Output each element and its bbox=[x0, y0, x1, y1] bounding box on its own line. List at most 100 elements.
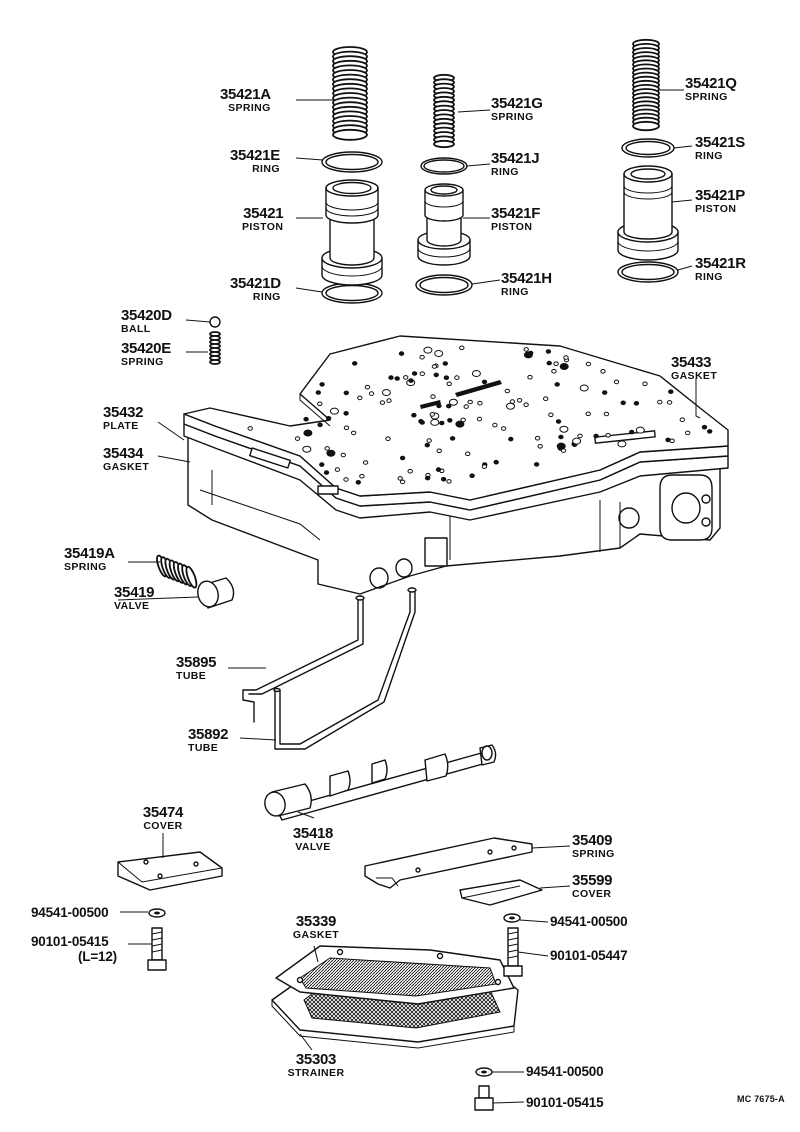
part-number: 35421G bbox=[491, 95, 543, 112]
part-number: 35421F bbox=[491, 205, 541, 222]
leader-lines bbox=[117, 89, 701, 1104]
ring-35421S-drawing bbox=[621, 138, 675, 158]
label-35421H: 35421H RING bbox=[501, 271, 552, 298]
bolt-right-drawing bbox=[503, 927, 523, 977]
label-35421A: 35421A SPRING bbox=[220, 87, 271, 114]
label-35419: 35419 VALVE bbox=[114, 584, 155, 612]
part-name: SPRING bbox=[491, 111, 534, 123]
part-name: SPRING bbox=[685, 91, 728, 103]
part-number: 35421D bbox=[230, 275, 281, 292]
part-name: PISTON bbox=[491, 221, 533, 233]
spring-35421A-drawing bbox=[332, 46, 368, 141]
ring-35421R-drawing bbox=[617, 261, 679, 283]
label-35599: 35599 COVER bbox=[572, 872, 613, 900]
part-name: SPRING bbox=[228, 102, 271, 114]
label-35420D: 35420D BALL bbox=[121, 308, 172, 335]
washer-bottom-drawing bbox=[475, 1067, 493, 1077]
piston-35421-drawing bbox=[321, 179, 383, 286]
label-35421E: 35421E RING bbox=[230, 148, 280, 175]
part-number: 35895 bbox=[176, 654, 217, 671]
bolt-left-drawing bbox=[147, 927, 167, 971]
label-35421: 35421 PISTON bbox=[242, 205, 284, 233]
cover-35599-drawing bbox=[459, 879, 543, 906]
label-35339: 35339 GASKET bbox=[284, 914, 348, 941]
label-35421Q: 35421Q SPRING bbox=[685, 76, 737, 103]
part-number: 35339 bbox=[295, 913, 337, 930]
part-name: GASKET bbox=[103, 461, 150, 473]
part-number: 35421E bbox=[230, 147, 280, 164]
part-number: 35892 bbox=[188, 726, 229, 743]
washer-right-drawing bbox=[503, 913, 521, 923]
part-number: 35599 bbox=[572, 872, 613, 889]
part-number: 35420D bbox=[121, 307, 172, 324]
label-35892: 35892 TUBE bbox=[188, 726, 229, 754]
ring-35421D-drawing bbox=[321, 282, 383, 304]
part-name: PISTON bbox=[695, 203, 737, 215]
tube-35892-drawing bbox=[273, 587, 417, 750]
part-number: 35421R bbox=[695, 255, 746, 272]
part-name: GASKET bbox=[671, 370, 718, 382]
part-number: 35421P bbox=[695, 187, 745, 204]
label-35474: 35474 COVER bbox=[136, 805, 190, 832]
label-35421G: 35421G SPRING bbox=[491, 96, 543, 123]
label-washer-bottom: 94541-00500 bbox=[526, 1064, 604, 1079]
cover-35474-drawing bbox=[117, 851, 223, 891]
ball-35420D-drawing bbox=[209, 316, 221, 328]
spring-35421G-drawing bbox=[433, 73, 455, 149]
part-number: 35420E bbox=[121, 340, 171, 357]
valve-35419-drawing bbox=[197, 577, 235, 609]
part-number: 35419 bbox=[114, 584, 155, 601]
part-name: RING bbox=[501, 286, 529, 298]
plate-holes bbox=[247, 345, 713, 485]
label-bolt-bottom: 90101-05415 bbox=[526, 1095, 604, 1110]
label-35421F: 35421F PISTON bbox=[491, 206, 540, 233]
part-number: 35421 bbox=[243, 205, 284, 222]
part-number: 35421H bbox=[501, 270, 552, 287]
label-35895: 35895 TUBE bbox=[176, 654, 217, 682]
part-name: GASKET bbox=[292, 929, 340, 941]
label-35419A: 35419A SPRING bbox=[64, 546, 115, 573]
part-name: SPRING bbox=[572, 848, 615, 860]
label-35421P: 35421P PISTON bbox=[695, 188, 745, 215]
label-35433: 35433 GASKET bbox=[671, 355, 717, 382]
spring-35409-drawing bbox=[364, 837, 533, 889]
part-name: SPRING bbox=[121, 356, 164, 368]
label-bolt-left-length: (L=12) bbox=[78, 949, 117, 964]
part-name: RING bbox=[695, 271, 723, 283]
part-number: 35409 bbox=[572, 832, 613, 849]
part-number: 35418 bbox=[292, 825, 334, 842]
ring-35421E-drawing bbox=[321, 151, 383, 173]
label-35420E: 35420E SPRING bbox=[121, 341, 171, 368]
valve-body-drawing bbox=[183, 335, 729, 595]
label-35421S: 35421S RING bbox=[695, 135, 745, 162]
tube-35895-drawing bbox=[242, 595, 365, 723]
part-number: 35474 bbox=[142, 804, 184, 821]
label-35409: 35409 SPRING bbox=[572, 833, 615, 860]
label-35432: 35432 PLATE bbox=[103, 404, 144, 432]
part-name: TUBE bbox=[188, 742, 219, 754]
part-name: PISTON bbox=[242, 221, 284, 233]
part-name: VALVE bbox=[114, 600, 150, 612]
part-number: 35433 bbox=[671, 354, 712, 371]
part-name: TUBE bbox=[176, 670, 207, 682]
part-name: PLATE bbox=[103, 420, 139, 432]
part-name: RING bbox=[252, 291, 281, 303]
spring-35420E-drawing bbox=[209, 331, 221, 365]
part-number: 35303 bbox=[295, 1051, 337, 1068]
valve-35418-drawing bbox=[264, 744, 497, 821]
part-name: RING bbox=[695, 150, 723, 162]
spring-35419A-drawing bbox=[156, 554, 198, 589]
part-name: COVER bbox=[572, 888, 612, 900]
part-number: 35432 bbox=[103, 404, 144, 421]
part-name: VALVE bbox=[295, 841, 331, 853]
bolt-bottom-drawing bbox=[474, 1085, 494, 1111]
label-35421R: 35421R RING bbox=[695, 256, 746, 283]
piston-35421F-drawing bbox=[417, 183, 471, 266]
label-washer-left: 94541-00500 bbox=[31, 905, 109, 920]
part-name: BALL bbox=[121, 323, 151, 335]
part-number: 35421S bbox=[695, 134, 745, 151]
label-35434: 35434 GASKET bbox=[103, 446, 149, 473]
spring-35421Q-drawing bbox=[632, 38, 660, 132]
part-name: COVER bbox=[143, 820, 183, 832]
